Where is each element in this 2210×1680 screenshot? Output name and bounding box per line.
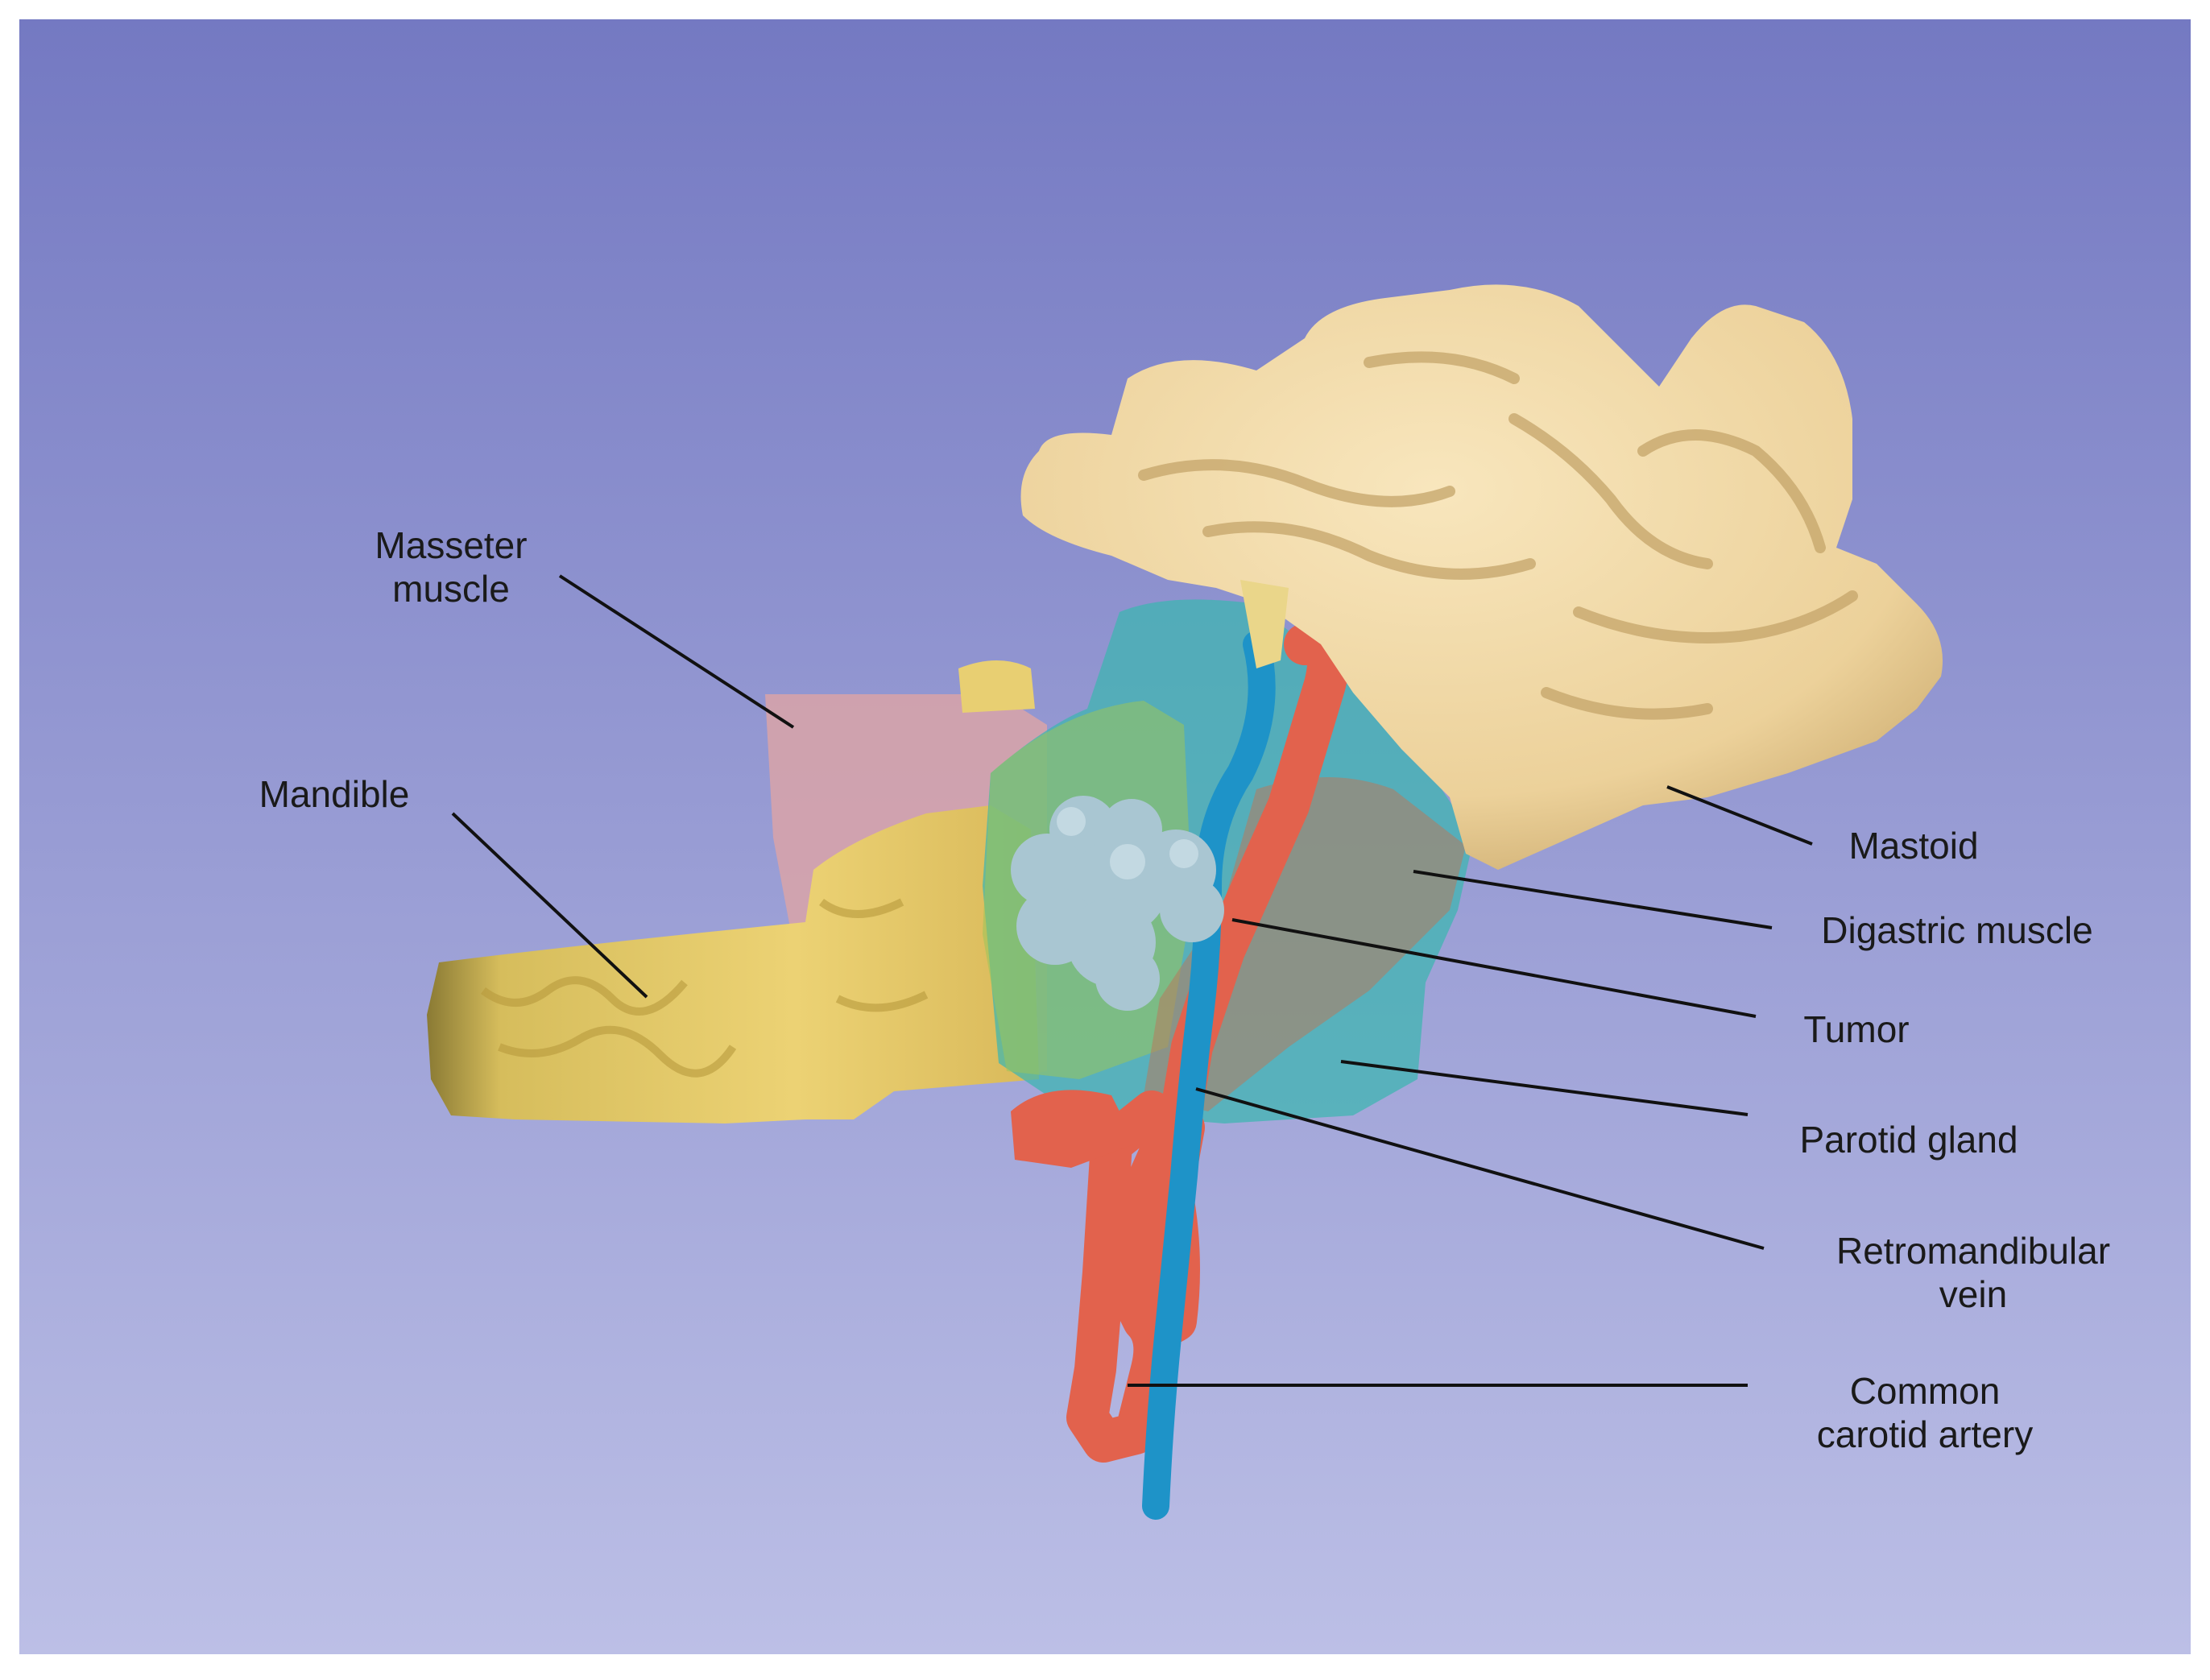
retromandibular-vein-shape — [1142, 631, 1276, 1520]
mandible-shape — [427, 805, 1039, 1123]
mandible-ramus-top — [958, 660, 1035, 713]
tumor-shading — [1057, 807, 1198, 879]
leader-lines — [451, 574, 1813, 1387]
leader-line-digastric — [1413, 870, 1773, 929]
label-mastoid: Mastoid — [1848, 825, 1979, 867]
leader-line-masseter — [558, 574, 795, 729]
styloid-process — [1240, 580, 1289, 668]
mastoid-ridges — [1138, 351, 1858, 720]
leader-line-tumor — [1231, 918, 1757, 1018]
carotid-artery-bulge — [1011, 1090, 1136, 1168]
label-digastric-muscle: Digastric muscle — [1821, 909, 2093, 951]
label-parotid-gland: Parotid gland — [1799, 1119, 2018, 1161]
label-mandible: Mandible — [259, 773, 410, 815]
digastric-muscle-shape — [1144, 777, 1466, 1111]
leader-line-mandible — [451, 812, 648, 999]
leader-line-retromandibular — [1195, 1087, 1765, 1250]
label-tumor: Tumor — [1803, 1008, 1910, 1050]
mandible-texture — [481, 898, 929, 1078]
leader-line-parotid — [1340, 1060, 1749, 1116]
leader-line-mastoid — [1666, 785, 1813, 846]
